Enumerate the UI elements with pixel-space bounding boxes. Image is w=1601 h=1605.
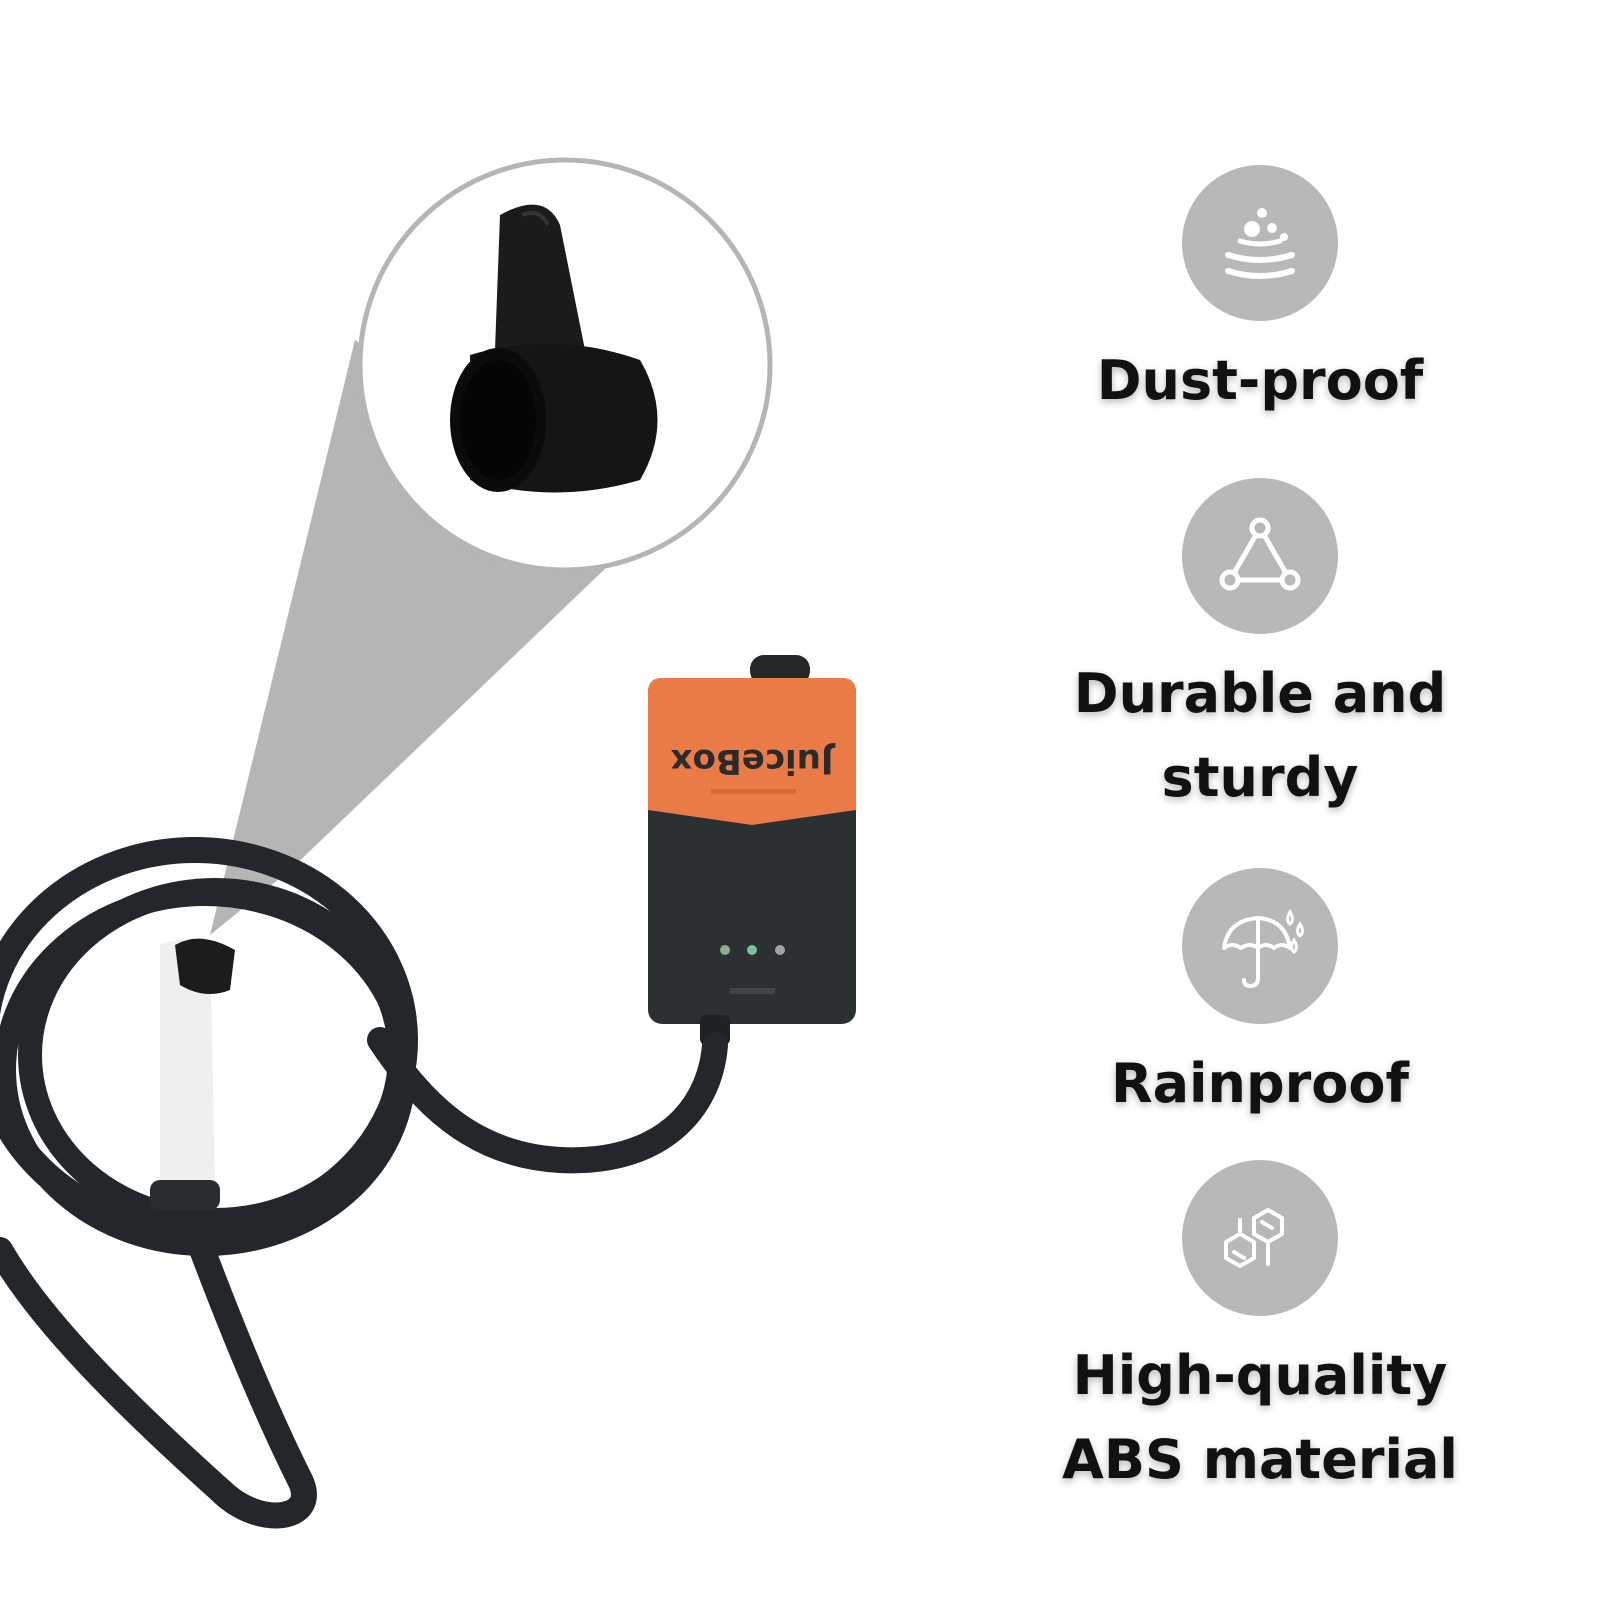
feature-item-dust-proof: Dust-proof [1040,165,1480,423]
feature-item-abs-material: High-quality ABS material [1040,1160,1480,1502]
dust-particles-icon [1225,208,1295,279]
molecule-hexagon-icon [1224,1208,1284,1268]
feature-badge [1182,1160,1338,1316]
charging-cable [0,837,728,1529]
feature-badge [1182,478,1338,634]
feature-label: Rainproof [1111,1052,1409,1115]
feature-label: Dust-proof [1096,349,1424,412]
feature-label: High-quality ABS material [1062,1344,1458,1491]
charging-connector [150,938,235,1210]
feature-badge [1182,868,1338,1024]
status-light [747,945,757,955]
status-light [775,945,785,955]
holster-dock [450,204,658,493]
feature-item-durable: Durable and sturdy [1040,478,1480,820]
brand-logo: JuiceBox [670,741,835,781]
feature-badge [1182,165,1338,321]
charger-unit: JuiceBox [648,655,856,1045]
triangle-nodes-icon [1219,517,1301,591]
feature-item-rainproof: Rainproof [1040,868,1480,1126]
status-light [720,945,730,955]
umbrella-rain-icon [1222,909,1304,989]
feature-label: Durable and sturdy [1073,662,1447,809]
